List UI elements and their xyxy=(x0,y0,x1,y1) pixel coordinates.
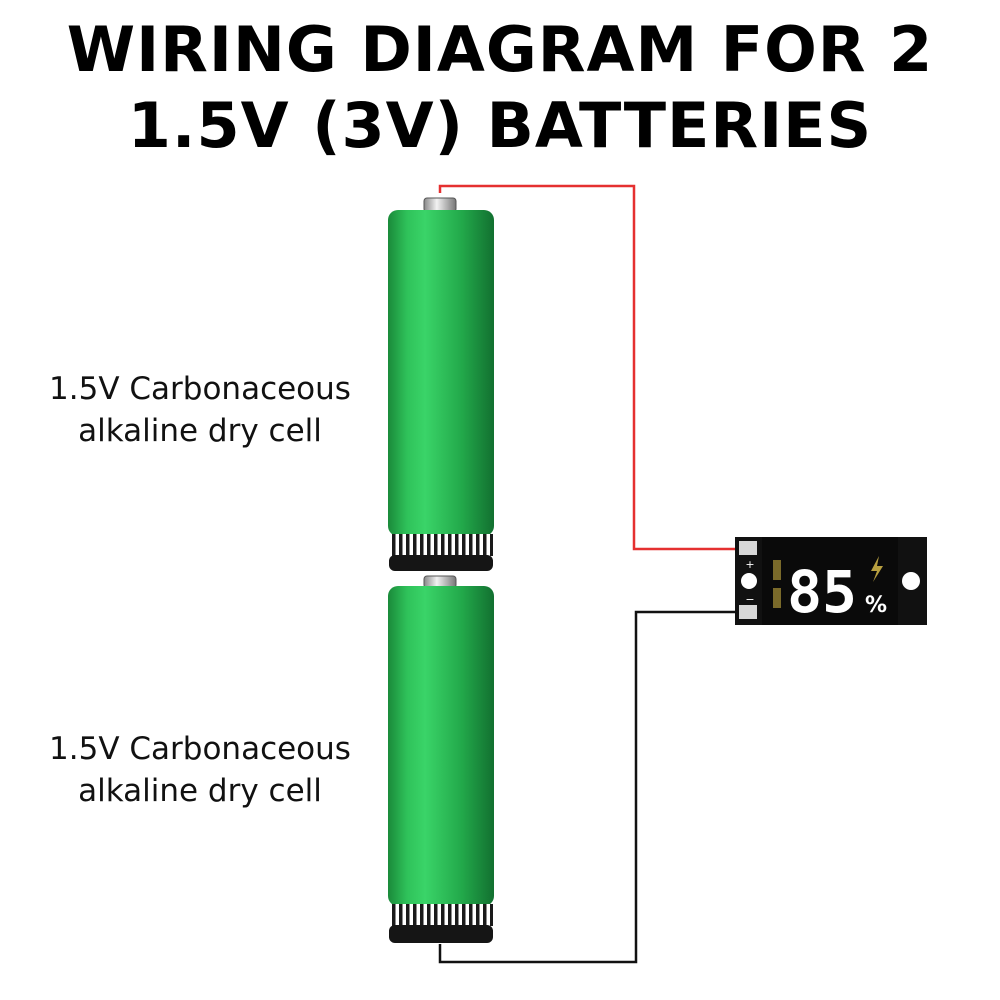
battery-bottom xyxy=(388,575,494,943)
battery-label-bottom: 1.5V Carbonaceous alkaline dry cell xyxy=(20,728,380,812)
module-negative-pad xyxy=(739,605,757,619)
module-mount-hole-left xyxy=(741,573,757,589)
positive-wire xyxy=(438,184,738,551)
negative-wire xyxy=(438,610,738,964)
battery-label-top: 1.5V Carbonaceous alkaline dry cell xyxy=(20,368,380,452)
battery-bottom-ribbed-base xyxy=(389,904,493,926)
module-level-segment xyxy=(773,588,781,608)
battery-label-top-line2: alkaline dry cell xyxy=(78,413,322,449)
battery-bottom-negative-end xyxy=(389,925,493,943)
module-level-segment xyxy=(773,560,781,580)
battery-top-ribbed-base xyxy=(389,534,493,556)
module-digits: 85 xyxy=(787,558,857,626)
battery-bottom-body xyxy=(388,586,494,906)
title-line-1: WIRING DIAGRAM FOR 2 xyxy=(66,13,934,86)
title-line-2: 1.5V (3V) BATTERIES xyxy=(127,89,873,162)
battery-top-body xyxy=(388,210,494,536)
module-positive-pad xyxy=(739,541,757,555)
battery-top-positive-terminal xyxy=(423,197,457,213)
battery-level-module: + − 85 % xyxy=(735,537,927,626)
battery-top-negative-end xyxy=(389,555,493,571)
lightning-bolt-icon xyxy=(871,556,883,582)
battery-label-bottom-line2: alkaline dry cell xyxy=(78,773,322,809)
battery-label-bottom-line1: 1.5V Carbonaceous xyxy=(49,731,351,767)
module-percent: % xyxy=(865,593,887,618)
module-screen xyxy=(762,537,898,625)
battery-label-top-line1: 1.5V Carbonaceous xyxy=(49,371,351,407)
module-mount-hole-right xyxy=(902,572,920,590)
battery-top xyxy=(388,197,494,571)
module-plus-mark: + xyxy=(745,558,754,571)
module-minus-mark: − xyxy=(745,593,754,606)
diagram-title: WIRING DIAGRAM FOR 2 1.5V (3V) BATTERIES xyxy=(0,12,1000,164)
